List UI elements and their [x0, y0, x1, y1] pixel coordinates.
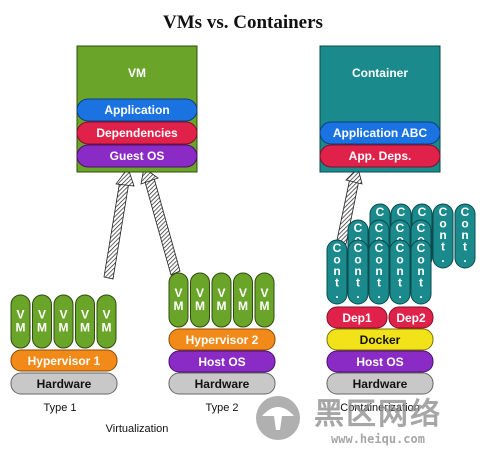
- dependencies-layer: [76, 121, 198, 145]
- containerization-caption: Containerization: [340, 402, 420, 414]
- guest-os-layer: [76, 144, 198, 168]
- docker-layer: [326, 328, 434, 351]
- connector-arrows: [103, 167, 363, 280]
- application-abc-layer: [319, 121, 441, 145]
- hypervisor-1-layer: [10, 349, 118, 372]
- dep2-layer: [388, 306, 434, 329]
- app-deps-layer: [319, 144, 441, 168]
- dependencies-layer-label: Dependencies: [96, 126, 178, 140]
- arrow-type2-to-vm: [140, 167, 181, 276]
- container-hardware-label: Hardware: [353, 377, 408, 391]
- watermark-logo-mushroom-icon: [262, 407, 294, 430]
- hypervisor-2-label: Hypervisor 2: [186, 333, 259, 347]
- type2-host-os-layer: [168, 350, 276, 373]
- virtualization-caption: Virtualization: [106, 423, 169, 435]
- type2-caption: Type 2: [205, 402, 238, 414]
- container-detail-box: Container Application ABC App. Deps.: [319, 45, 441, 173]
- container-group: Cont.Cont.Cont.Cont.Cont.Cont.Cont.Cont.…: [326, 203, 476, 305]
- docker-label: Docker: [360, 333, 401, 347]
- container-hardware-layer: [326, 372, 434, 395]
- application-abc-layer-label: Application ABC: [333, 126, 428, 140]
- type1-hardware-label: Hardware: [37, 377, 92, 391]
- app-deps-layer-label: App. Deps.: [349, 149, 412, 163]
- diagram-title: VMs vs. Containers: [163, 12, 323, 33]
- watermark: 黑区网络 www.heiqu.com: [256, 396, 442, 446]
- type2-host-os-label: Host OS: [198, 355, 245, 369]
- vm-detail-box: VM Application Dependencies Guest OS: [76, 45, 198, 173]
- vm-box-title: VM: [128, 66, 146, 80]
- application-layer-label: Application: [104, 103, 169, 117]
- hypervisor-2-layer: [168, 328, 276, 351]
- dep1-layer: [326, 306, 388, 329]
- type2-hardware-label: Hardware: [195, 377, 250, 391]
- hypervisor-1-label: Hypervisor 1: [28, 354, 101, 368]
- guest-os-layer-label: Guest OS: [110, 149, 165, 163]
- containerization-stack: Cont.Cont.Cont.Cont.Cont.Cont.Cont.Cont.…: [326, 203, 476, 414]
- arrow-type1-to-vm: [103, 167, 135, 280]
- container-host-os-layer: [326, 350, 434, 373]
- container-host-os-label: Host OS: [356, 355, 403, 369]
- container-box-title: Container: [352, 66, 408, 80]
- dep1-label: Dep1: [342, 311, 372, 325]
- watermark-chinese: 黑区网络: [314, 397, 442, 432]
- type1-caption: Type 1: [43, 402, 76, 414]
- application-layer: [76, 98, 198, 122]
- type1-hardware-layer: [10, 372, 118, 395]
- dep2-label: Dep2: [396, 311, 426, 325]
- watermark-url: www.heiqu.com: [331, 432, 425, 446]
- type2-hardware-layer: [168, 372, 276, 395]
